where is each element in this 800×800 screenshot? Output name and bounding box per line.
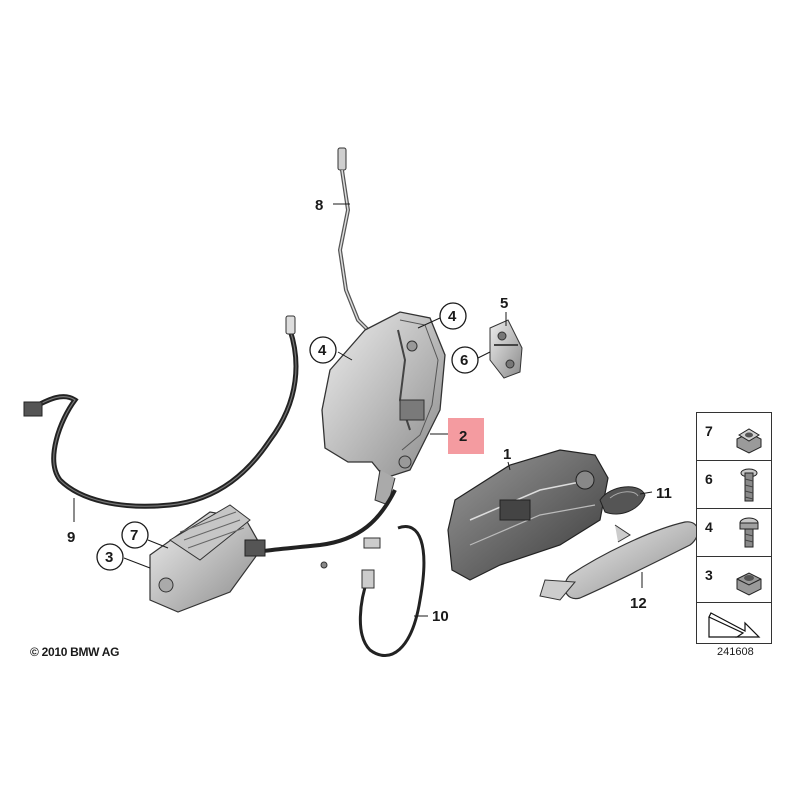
leader-lines	[73, 203, 653, 617]
legend-item: 7	[696, 412, 772, 462]
callout-6-circle	[451, 346, 479, 374]
callout-10: 10	[432, 608, 449, 625]
callout-1: 1	[503, 446, 511, 463]
callout-11: 11	[656, 485, 672, 502]
legend-arrow-cell	[696, 602, 772, 644]
legend-label: 4	[705, 519, 713, 535]
copyright-text: © 2010 BMW AG	[30, 645, 120, 659]
legend-item: 6	[696, 460, 772, 510]
direction-arrow-icon	[708, 612, 761, 638]
bowden-cable-part	[23, 315, 299, 509]
callout-4b: 4	[318, 342, 327, 359]
callout-7: 7	[130, 527, 138, 544]
legend-label: 6	[705, 471, 713, 487]
callout-4a: 4	[448, 308, 457, 325]
door-handle-carrier-part	[447, 449, 609, 581]
lock-rod-part	[337, 147, 372, 334]
callout-7-circle	[121, 521, 149, 549]
outer-door-handle-part	[539, 521, 699, 601]
actuator-cables-part	[254, 489, 426, 657]
legend-item: 4	[696, 508, 772, 558]
nut-icon	[736, 572, 762, 596]
legend-label: 7	[705, 423, 713, 439]
highlight-box	[448, 418, 484, 454]
callout-labels: 8 5 4 4 6 2 1 11 9 7 3 10 12	[67, 197, 672, 625]
callout-6: 6	[460, 352, 468, 369]
callout-8: 8	[315, 197, 323, 214]
callout-3: 3	[105, 549, 113, 566]
legend-item: 3	[696, 556, 772, 604]
door-lock-actuator-part	[321, 311, 446, 506]
nut-flanged-icon	[736, 428, 762, 454]
callout-4b-circle	[309, 336, 337, 364]
striker-bracket-part	[489, 319, 523, 379]
bolt-short-icon	[739, 517, 759, 548]
fasteners-legend: 7 6 4 3	[696, 412, 772, 644]
callout-9: 9	[67, 529, 75, 546]
callout-4a-circle	[439, 302, 467, 330]
callout-3-circle	[96, 543, 124, 571]
callout-12: 12	[630, 595, 647, 612]
bolt-long-icon	[740, 468, 758, 502]
lock-cylinder-cover-part	[599, 486, 646, 515]
legend-label: 3	[705, 567, 713, 583]
callout-2: 2	[459, 428, 467, 445]
callout-5: 5	[500, 295, 508, 312]
central-locking-motor-part	[149, 504, 266, 613]
document-number: 241608	[717, 646, 754, 658]
